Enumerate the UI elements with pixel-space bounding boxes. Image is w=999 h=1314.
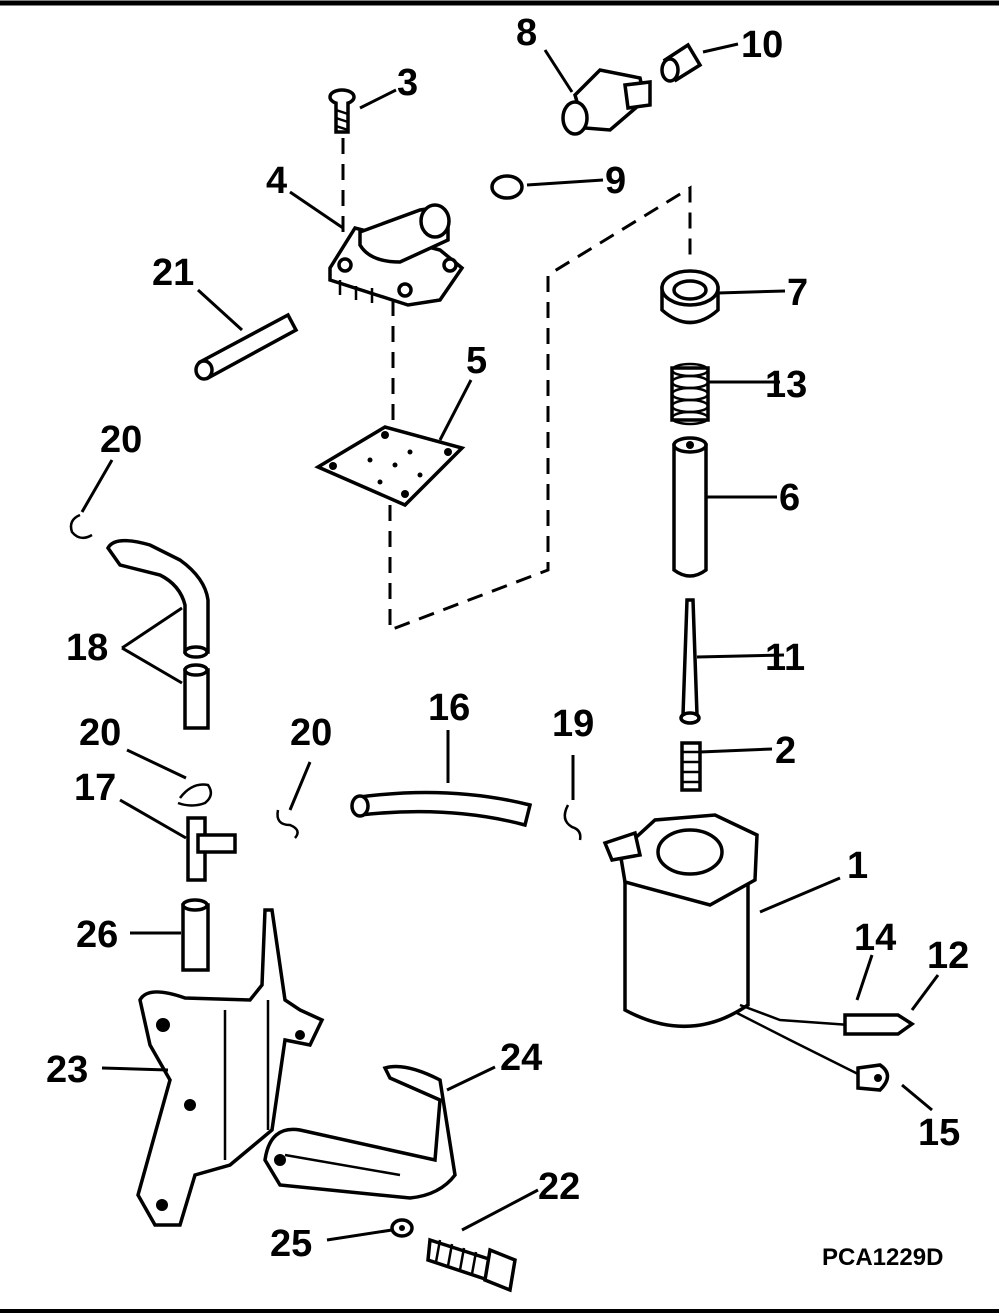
part-10-sleeve [660, 42, 703, 83]
assembly-guide-lines [341, 138, 692, 633]
callout-8: 8 [516, 12, 537, 54]
callout-17: 17 [74, 767, 116, 809]
callout-21: 21 [152, 252, 194, 294]
part-20-clip-c [276, 809, 299, 839]
callout-20-mid: 20 [290, 712, 332, 754]
part-17-tee [186, 816, 237, 882]
callout-13: 13 [765, 364, 807, 406]
callout-15: 15 [918, 1112, 960, 1154]
part-18-hoses [105, 538, 210, 730]
callout-26: 26 [76, 914, 118, 956]
part-25-nut [390, 1218, 414, 1238]
callout-4: 4 [266, 160, 287, 202]
callout-25: 25 [270, 1223, 312, 1265]
callout-3: 3 [397, 62, 418, 104]
part-7-cap [660, 269, 720, 325]
part-1-pump-body [602, 813, 861, 1077]
part-11-rod [679, 598, 701, 725]
part-20-clip-a [69, 513, 93, 540]
part-24-strap [263, 1064, 457, 1200]
part-3-screw [328, 88, 356, 134]
part-5-diaphragm [314, 425, 466, 508]
callout-22: 22 [538, 1166, 580, 1208]
callout-18: 18 [66, 627, 108, 669]
callout-5: 5 [466, 340, 487, 382]
callout-2: 2 [775, 730, 796, 772]
callout-9: 9 [605, 160, 626, 202]
callout-20-left: 20 [79, 712, 121, 754]
part-2-spring [680, 741, 702, 792]
callout-7: 7 [787, 272, 808, 314]
callout-1: 1 [847, 845, 868, 887]
part-19-clip [563, 804, 582, 841]
part-20-clip-b [177, 783, 213, 807]
callout-23: 23 [46, 1049, 88, 1091]
part-22-bolt [426, 1237, 517, 1293]
part-4-pump-cover [328, 203, 465, 307]
part-9-o-ring [490, 174, 524, 200]
diagram-code: PCA1229D [822, 1244, 943, 1271]
callout-6: 6 [779, 477, 800, 519]
callout-14: 14 [854, 917, 896, 959]
callout-20-top: 20 [100, 419, 142, 461]
part-15-ring-terminal [856, 1063, 890, 1092]
part-13-spring [670, 362, 710, 426]
part-12-connector [843, 1013, 916, 1036]
callout-11: 11 [765, 637, 805, 679]
part-6-plunger [672, 436, 708, 578]
callout-16: 16 [428, 687, 470, 729]
callout-24: 24 [500, 1037, 542, 1079]
callout-12: 12 [927, 935, 969, 977]
leader-lines [80, 42, 940, 1242]
part-16-hose [350, 790, 533, 828]
part-21-pin [194, 312, 299, 381]
callout-19: 19 [552, 703, 594, 745]
part-23-bracket [136, 908, 325, 1227]
part-26-sleeve [181, 898, 210, 972]
part-8-fitting [561, 68, 652, 136]
callout-10: 10 [741, 24, 783, 66]
